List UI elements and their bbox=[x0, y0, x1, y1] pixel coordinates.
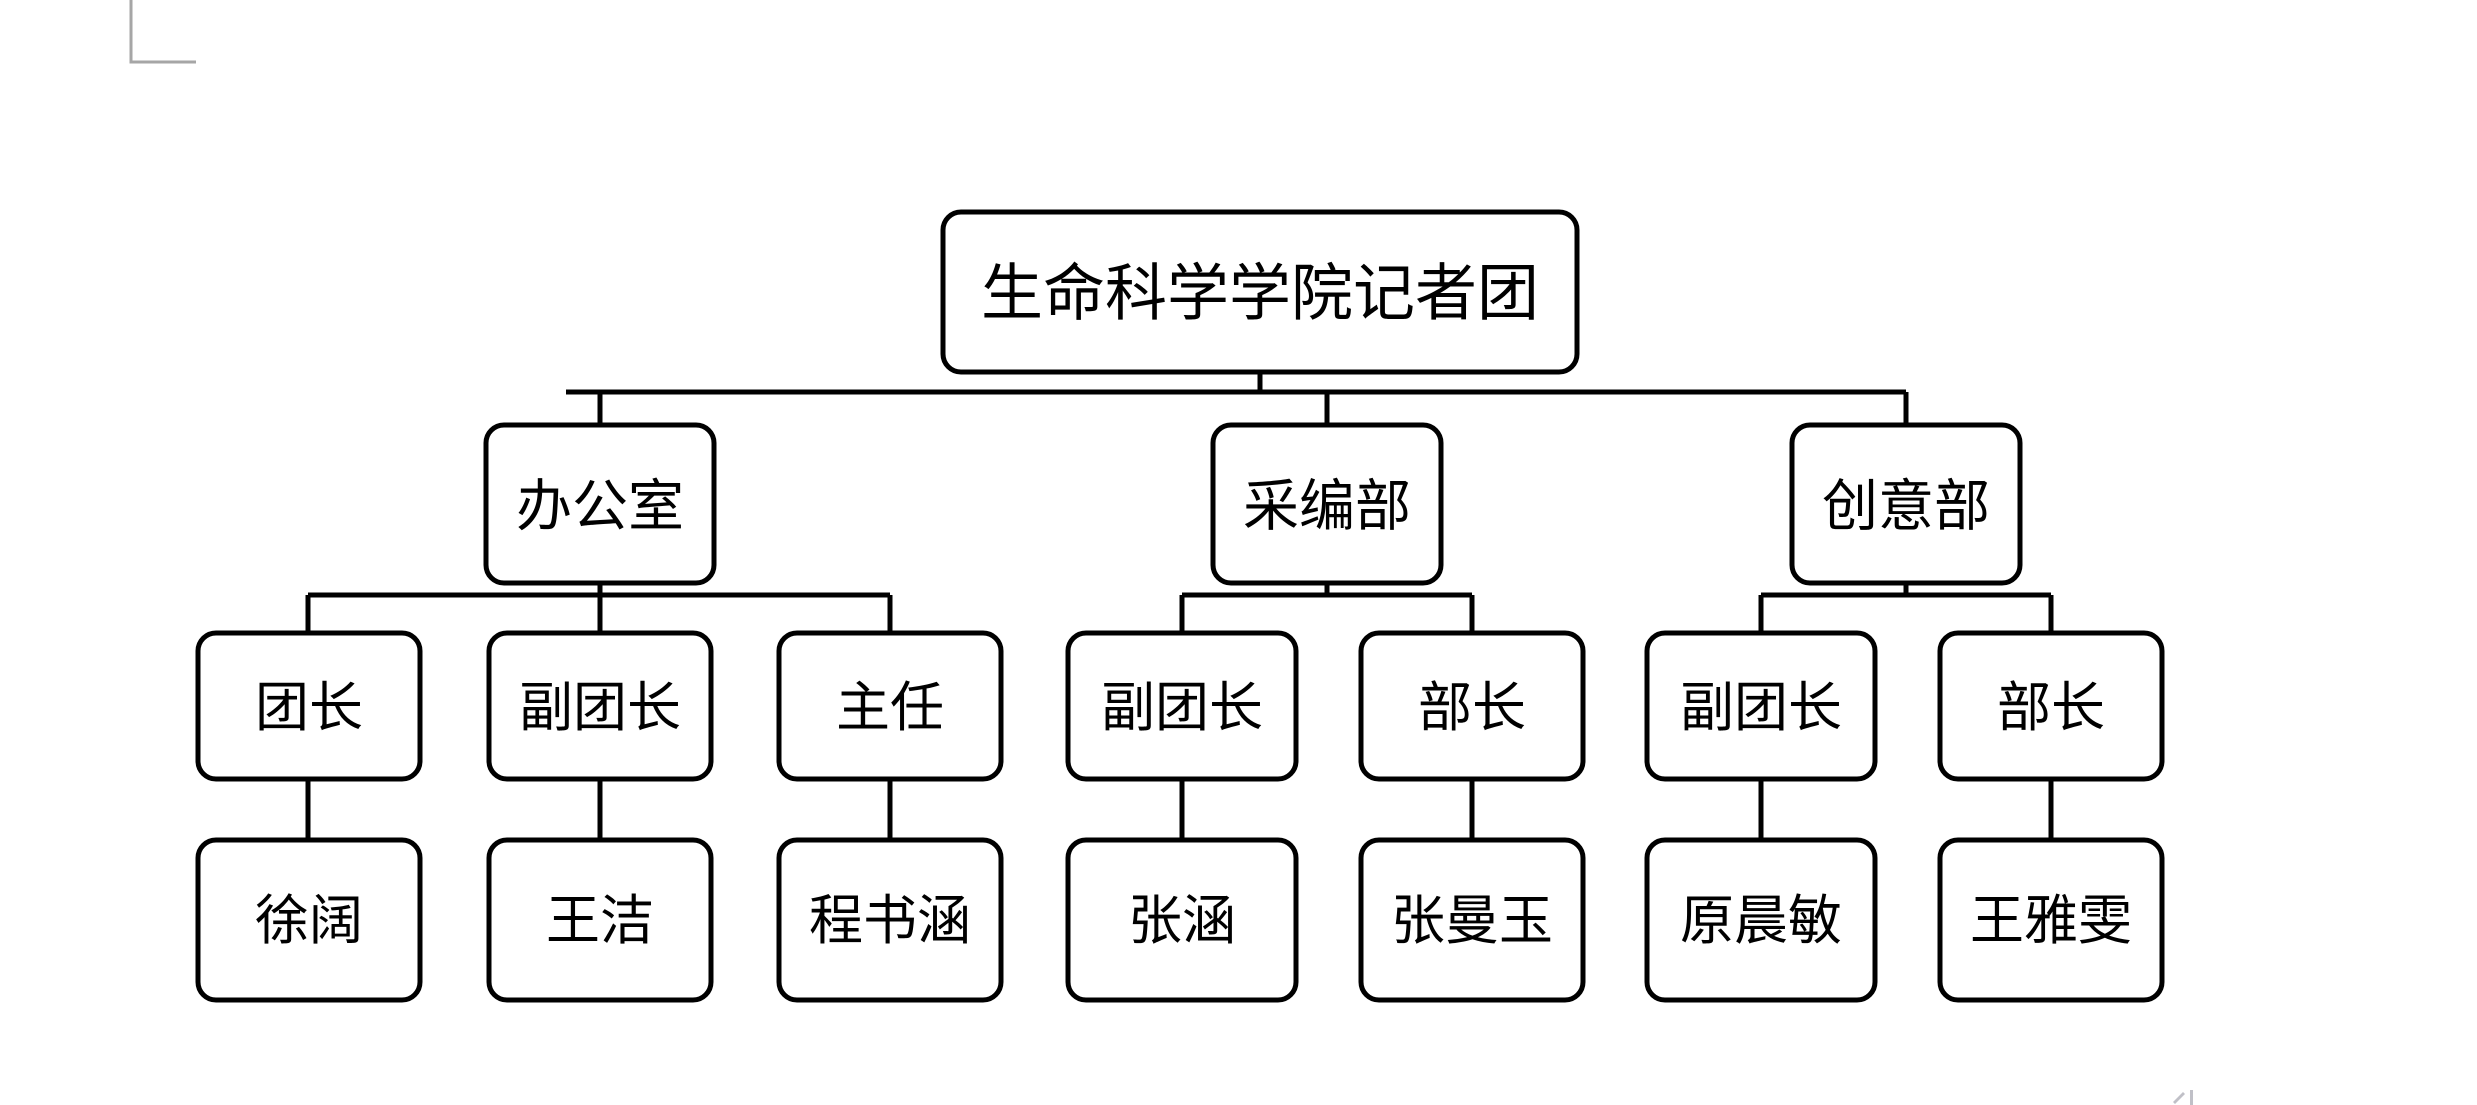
node-person-creative-1-box[interactable] bbox=[1644, 837, 1878, 1003]
node-root-box[interactable] bbox=[940, 209, 1580, 375]
text-cursor-icon bbox=[2173, 1090, 2193, 1105]
node-role-creative-2-box[interactable] bbox=[1937, 630, 2165, 782]
page-margin-guide-icon bbox=[129, 0, 196, 64]
node-role-creative-1-box[interactable] bbox=[1644, 630, 1878, 782]
node-person-creative-2[interactable]: 王雅雯 bbox=[1937, 837, 2165, 1003]
node-person-office-3-box[interactable] bbox=[776, 837, 1004, 1003]
node-dept-creative[interactable]: 创意部 bbox=[1789, 422, 2023, 586]
node-role-editorial-2-label: 部长 bbox=[1418, 678, 1526, 738]
node-dept-creative-label: 创意部 bbox=[1822, 475, 1990, 538]
node-role-office-2-label: 副团长 bbox=[519, 678, 681, 738]
node-person-editorial-2[interactable]: 张曼玉 bbox=[1358, 837, 1586, 1003]
node-person-editorial-2-label: 张曼玉 bbox=[1391, 891, 1553, 951]
node-dept-creative-box[interactable] bbox=[1789, 422, 2023, 586]
node-role-office-3[interactable]: 主任 bbox=[776, 630, 1004, 782]
node-role-office-2-box[interactable] bbox=[486, 630, 714, 782]
node-role-editorial-1[interactable]: 副团长 bbox=[1065, 630, 1299, 782]
node-person-editorial-1-label: 张涵 bbox=[1128, 891, 1236, 951]
node-person-creative-1-label: 原晨敏 bbox=[1680, 891, 1842, 951]
connector-group bbox=[305, 372, 2054, 840]
node-role-office-1-label: 团长 bbox=[255, 678, 363, 738]
node-person-creative-1[interactable]: 原晨敏 bbox=[1644, 837, 1878, 1003]
node-person-office-1-label: 徐阔 bbox=[255, 891, 363, 951]
node-role-office-2[interactable]: 副团长 bbox=[486, 630, 714, 782]
node-person-creative-2-box[interactable] bbox=[1937, 837, 2165, 1003]
node-dept-office-label: 办公室 bbox=[516, 475, 684, 538]
node-role-office-3-box[interactable] bbox=[776, 630, 1004, 782]
node-person-office-2[interactable]: 王洁 bbox=[486, 837, 714, 1003]
node-person-office-2-label: 王洁 bbox=[546, 891, 654, 951]
node-dept-office-box[interactable] bbox=[483, 422, 717, 586]
node-person-office-3[interactable]: 程书涵 bbox=[776, 837, 1004, 1003]
node-root[interactable]: 生命科学学院记者团 bbox=[940, 209, 1580, 375]
node-dept-editorial[interactable]: 采编部 bbox=[1210, 422, 1444, 586]
node-role-creative-2[interactable]: 部长 bbox=[1937, 630, 2165, 782]
node-role-editorial-2[interactable]: 部长 bbox=[1358, 630, 1586, 782]
node-person-creative-2-label: 王雅雯 bbox=[1970, 891, 2132, 951]
node-person-editorial-1[interactable]: 张涵 bbox=[1065, 837, 1299, 1003]
node-root-label: 生命科学学院记者团 bbox=[981, 260, 1539, 329]
node-dept-office[interactable]: 办公室 bbox=[483, 422, 717, 586]
node-role-editorial-2-box[interactable] bbox=[1358, 630, 1586, 782]
node-person-office-1-box[interactable] bbox=[195, 837, 423, 1003]
node-person-office-2-box[interactable] bbox=[486, 837, 714, 1003]
node-role-editorial-1-box[interactable] bbox=[1065, 630, 1299, 782]
node-role-office-1-box[interactable] bbox=[195, 630, 423, 782]
node-person-editorial-2-box[interactable] bbox=[1358, 837, 1586, 1003]
node-dept-editorial-label: 采编部 bbox=[1243, 475, 1411, 538]
node-role-editorial-1-label: 副团长 bbox=[1101, 678, 1263, 738]
node-person-office-3-label: 程书涵 bbox=[809, 891, 971, 951]
node-role-creative-2-label: 部长 bbox=[1997, 678, 2105, 738]
node-person-office-1[interactable]: 徐阔 bbox=[195, 837, 423, 1003]
node-dept-editorial-box[interactable] bbox=[1210, 422, 1444, 586]
node-role-office-1[interactable]: 团长 bbox=[195, 630, 423, 782]
node-role-office-3-label: 主任 bbox=[836, 678, 944, 738]
node-role-creative-1[interactable]: 副团长 bbox=[1644, 630, 1878, 782]
node-role-creative-1-label: 副团长 bbox=[1680, 678, 1842, 738]
node-person-editorial-1-box[interactable] bbox=[1065, 837, 1299, 1003]
